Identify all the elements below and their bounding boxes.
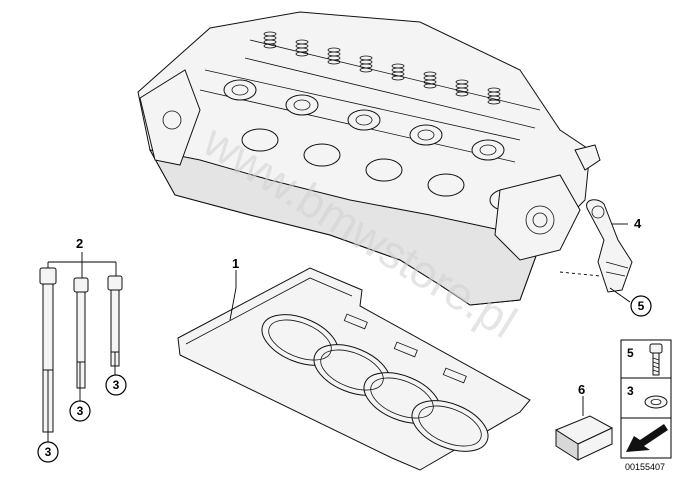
legend-washer-ref: 3 xyxy=(627,384,634,398)
document-number: 00155407 xyxy=(625,462,665,472)
circled-callout-bolt-left: 3 xyxy=(37,441,59,463)
valve-spring xyxy=(455,79,469,97)
callout-bolts: 2 xyxy=(76,236,83,251)
circled-callout-bracket-screw: 5 xyxy=(630,295,652,317)
cam-lobe xyxy=(303,143,341,167)
svg-text:5: 5 xyxy=(638,299,645,313)
valve-spring xyxy=(391,63,405,81)
callout-gasket: 1 xyxy=(232,256,239,271)
cylinder-head-assembly xyxy=(137,11,601,306)
sealing-compound-pack xyxy=(554,415,614,461)
valve-spring xyxy=(423,71,437,89)
legend-screw-ref: 5 xyxy=(627,346,634,360)
valve-spring xyxy=(327,47,341,65)
valve-spring xyxy=(487,87,501,105)
cam-journal xyxy=(409,124,443,146)
cam-journal xyxy=(223,79,257,101)
valve-spring xyxy=(263,31,277,49)
legend-box xyxy=(620,339,672,459)
circled-callout-bolt-right: 3 xyxy=(105,374,127,396)
valve-spring xyxy=(359,55,373,73)
head-gasket xyxy=(177,267,531,471)
svg-text:3: 3 xyxy=(77,404,84,418)
head-bolt-middle xyxy=(73,277,89,389)
svg-text:3: 3 xyxy=(45,445,52,459)
callout-sealing-compound: 6 xyxy=(578,382,585,397)
cam-journal xyxy=(347,109,381,131)
hex-screw-icon xyxy=(649,343,663,376)
leader-lines xyxy=(47,223,631,444)
circled-callout-bolt-middle: 3 xyxy=(69,400,91,422)
cam-lobe xyxy=(365,158,403,182)
washer-icon xyxy=(644,395,668,409)
cam-journal xyxy=(285,94,319,116)
callout-bracket: 4 xyxy=(634,216,642,231)
svg-text:3: 3 xyxy=(113,378,120,392)
cam-lobe xyxy=(427,173,465,197)
valve-spring xyxy=(295,39,309,57)
lifting-bracket xyxy=(586,199,633,293)
direction-arrow-icon xyxy=(626,424,668,452)
cam-lobe xyxy=(241,128,279,152)
cam-journal xyxy=(471,139,505,161)
